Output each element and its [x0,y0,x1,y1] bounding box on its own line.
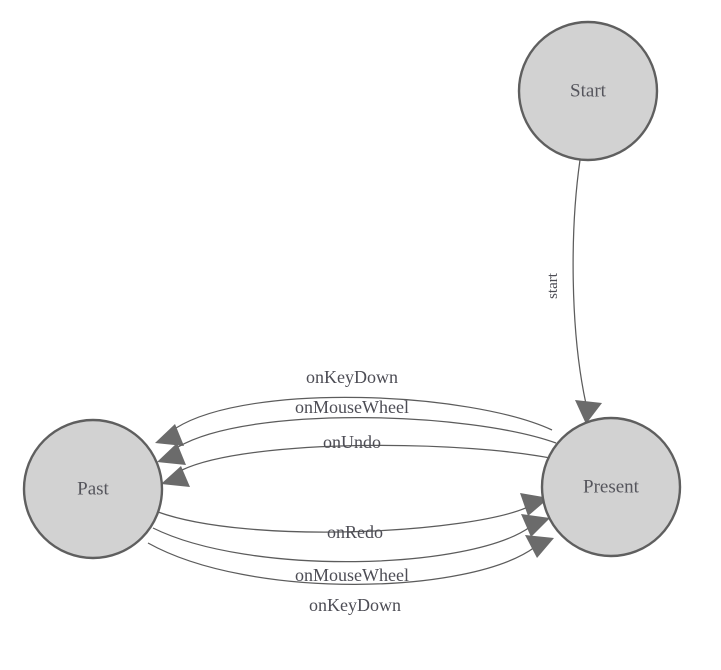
edge-present-to-past-onkeydown-path [175,396,553,431]
edge-present-to-past-onundo-arrowhead [161,466,190,487]
edge-past-to-present-onmousewheel-label: onMouseWheel [295,565,409,585]
edge-present-to-past-onkeydown-arrowhead [155,424,184,446]
edge-present-to-past-onundo[interactable]: onUndo [161,432,561,487]
edge-past-to-present-onmousewheel[interactable]: onMouseWheel [152,514,550,585]
edge-past-to-present-onmousewheel-arrowhead [521,514,550,537]
node-past-circle [22,418,164,560]
edge-present-to-past-onmousewheel-arrowhead [157,443,186,465]
edge-past-to-present-onkeydown-arrowhead [525,535,554,558]
node-present-label: Present [583,476,640,497]
edge-present-to-past-onundo-label: onUndo [323,432,381,452]
edge-past-to-present-onkeydown-label: onKeyDown [309,595,401,615]
edge-start-to-present[interactable]: start [545,159,602,424]
node-past[interactable]: Past [22,418,164,560]
edge-past-to-present-onredo-path [157,506,529,533]
edge-present-to-past-onmousewheel[interactable]: onMouseWheel [157,397,557,465]
edge-past-to-present-onredo[interactable]: onRedo [157,493,549,542]
edge-present-to-past-onundo-path [181,444,561,471]
edge-past-to-present-onkeydown[interactable]: onKeyDown [147,535,554,615]
edge-present-to-past-onkeydown-label: onKeyDown [306,367,398,387]
edge-past-to-present-onredo-label: onRedo [327,522,383,542]
edge-start-to-present-label: start [545,272,561,299]
edge-start-to-present-arrowhead [575,400,602,424]
node-start[interactable]: Start [517,20,659,162]
edge-past-to-present-onredo-arrowhead [520,493,549,516]
node-present-circle [540,416,682,558]
edge-past-to-present-onmousewheel-path [152,526,531,563]
node-start-label: Start [570,80,607,101]
node-start-circle [517,20,659,162]
node-present[interactable]: Present [540,416,682,558]
edge-present-to-past-onmousewheel-path [177,417,557,448]
edge-present-to-past-onmousewheel-label: onMouseWheel [295,397,409,417]
edge-present-to-past-onkeydown[interactable]: onKeyDown [155,367,553,446]
node-past-label: Past [77,478,109,499]
edge-start-to-present-path [572,159,587,405]
edge-past-to-present-onkeydown-path [147,542,536,585]
